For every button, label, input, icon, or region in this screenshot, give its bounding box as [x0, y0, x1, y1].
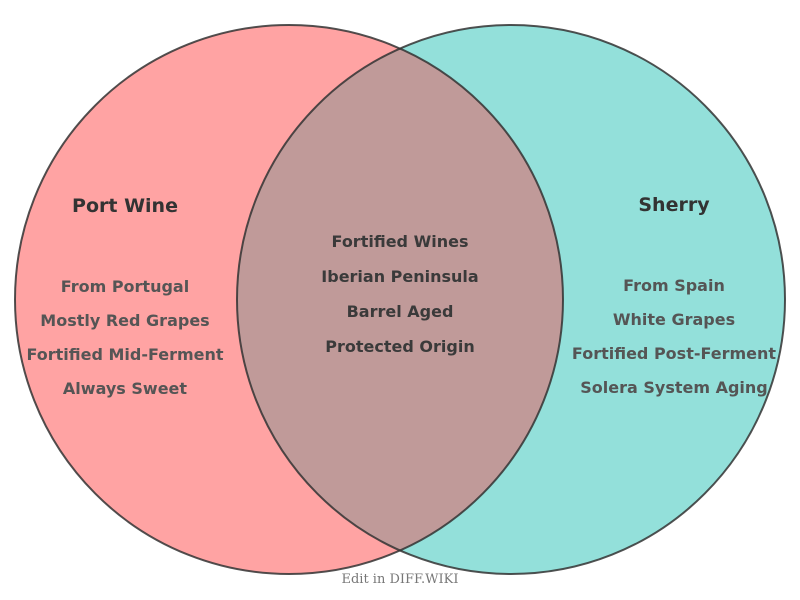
port-wine-item: Mostly Red Grapes	[40, 311, 209, 330]
sherry-title: Sherry	[638, 194, 710, 216]
port-wine-item: From Portugal	[61, 277, 189, 296]
port-wine-item: Always Sweet	[63, 379, 187, 398]
sherry-item: Solera System Aging	[580, 378, 768, 397]
overlap-item: Iberian Peninsula	[321, 267, 478, 286]
overlap-region	[237, 25, 563, 574]
sherry-item: Fortified Post-Ferment	[572, 344, 777, 363]
overlap-item: Protected Origin	[325, 337, 474, 356]
overlap-item: Fortified Wines	[332, 232, 469, 251]
port-wine-item: Fortified Mid-Ferment	[26, 345, 223, 364]
overlap-item: Barrel Aged	[347, 302, 454, 321]
sherry-item: White Grapes	[613, 310, 735, 329]
edit-link[interactable]: Edit in DIFF.WIKI	[341, 572, 459, 587]
port-wine-title: Port Wine	[72, 195, 178, 217]
sherry-item: From Spain	[623, 276, 725, 295]
